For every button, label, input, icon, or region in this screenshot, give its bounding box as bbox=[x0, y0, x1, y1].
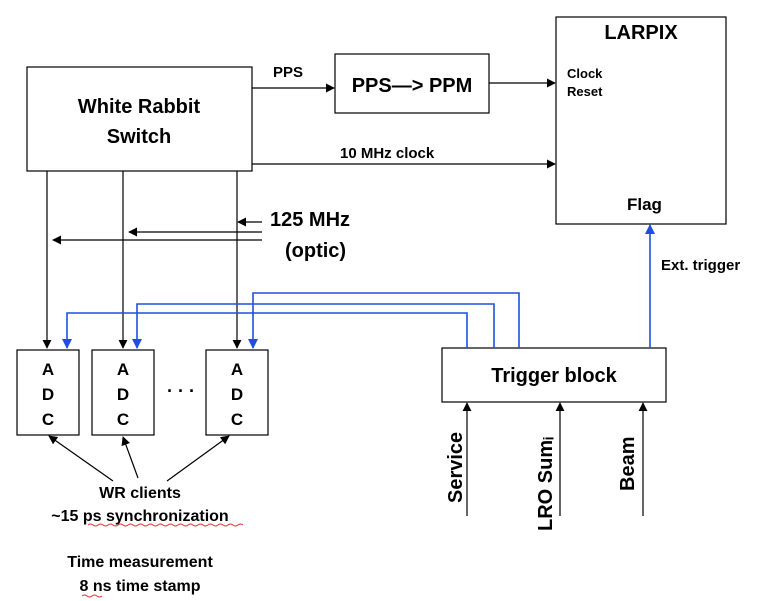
adc-3-letter-c: C bbox=[231, 410, 243, 429]
white-rabbit-switch-label-1: White Rabbit bbox=[78, 96, 201, 118]
larpix-box bbox=[555, 16, 727, 225]
adc-2-letter-d: D bbox=[117, 385, 129, 404]
trigger-block-label: Trigger block bbox=[491, 365, 617, 387]
larpix-title: LARPIX bbox=[604, 22, 678, 44]
adc-box-1 bbox=[16, 349, 80, 436]
adc-2-letter-a: A bbox=[117, 360, 129, 379]
wr-clients-label-1: WR clients bbox=[99, 485, 181, 502]
lro-sum-input-label: LRO Sumᵢ bbox=[535, 437, 557, 531]
beam-input-label: Beam bbox=[617, 437, 639, 491]
spellcheck-underline-synchronization bbox=[87, 523, 244, 527]
pps-ppm-label: PPS—> PPM bbox=[352, 75, 473, 97]
trigger-to-adc3-line bbox=[248, 292, 520, 349]
adc-box-3 bbox=[205, 349, 269, 436]
larpix-clock-label: Clock bbox=[567, 66, 603, 81]
pps-label: PPS bbox=[273, 64, 303, 81]
mhz125-label-1: 125 MHz bbox=[270, 209, 350, 231]
adc-box-2 bbox=[91, 349, 155, 436]
larpix-flag-label: Flag bbox=[627, 195, 662, 214]
adc-ellipsis: · · · bbox=[167, 381, 195, 401]
service-input-label: Service bbox=[445, 432, 467, 503]
trigger-to-adc2-line bbox=[132, 303, 495, 349]
mhz125-label-2: (optic) bbox=[285, 240, 346, 262]
adc-1-letter-a: A bbox=[42, 360, 54, 379]
clients-to-adc1-arrow bbox=[48, 435, 114, 482]
ext-trigger-label: Ext. trigger bbox=[661, 257, 740, 274]
clock-10mhz-label: 10 MHz clock bbox=[340, 145, 435, 162]
larpix-reset-label: Reset bbox=[567, 84, 603, 99]
trigger-block-box bbox=[441, 347, 667, 403]
time-measurement-label-2: 8 ns time stamp bbox=[80, 578, 201, 595]
white-rabbit-switch-box bbox=[26, 66, 253, 172]
pps-ppm-box bbox=[334, 53, 490, 114]
trigger-to-adc1-line bbox=[62, 312, 468, 349]
adc-2-letter-c: C bbox=[117, 410, 129, 429]
white-rabbit-switch-label-2: Switch bbox=[107, 126, 171, 148]
adc-1-letter-c: C bbox=[42, 410, 54, 429]
clients-to-adc2-arrow bbox=[121, 436, 139, 479]
spellcheck-underline-ns bbox=[81, 594, 103, 598]
wr-clients-label-2: ~15 ps synchronization bbox=[51, 508, 228, 525]
clients-to-adc3-arrow bbox=[166, 435, 230, 482]
adc-3-letter-a: A bbox=[231, 360, 243, 379]
time-measurement-label-1: Time measurement bbox=[67, 554, 213, 571]
adc-1-letter-d: D bbox=[42, 385, 54, 404]
adc-3-letter-d: D bbox=[231, 385, 243, 404]
